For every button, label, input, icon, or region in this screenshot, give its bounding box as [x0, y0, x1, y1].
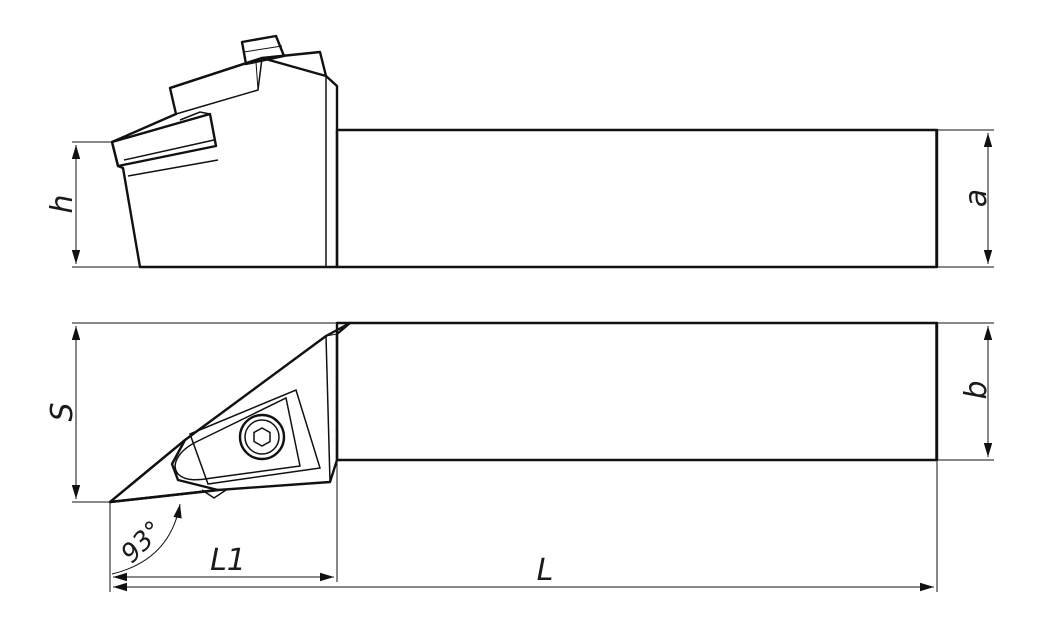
- top-screw-inner: [244, 419, 280, 455]
- side-head-body: [110, 56, 339, 269]
- dim-angle-label: 93°: [115, 515, 169, 569]
- top-insert-tip: [108, 438, 220, 504]
- top-screw-outer: [238, 413, 286, 461]
- dim-angle: 93°: [111, 503, 182, 575]
- dim-l: L: [113, 553, 934, 592]
- dim-s-label: S: [45, 402, 80, 421]
- top-head-chamfer: [325, 333, 338, 337]
- side-shank: [335, 128, 939, 269]
- side-insert-base: [127, 159, 219, 177]
- top-insert-outline: [189, 388, 321, 485]
- dim-h-label: h: [45, 194, 80, 213]
- dim-angle-arc: [111, 503, 182, 575]
- side-view: [110, 34, 939, 269]
- dim-l1-label: L1: [210, 543, 246, 578]
- dim-b: b: [937, 322, 994, 461]
- side-screw-head: [240, 34, 286, 66]
- top-head-face-line: [325, 335, 331, 483]
- side-insert-edge: [123, 139, 215, 161]
- dim-s: S: [45, 322, 350, 503]
- dim-a: a: [937, 129, 994, 268]
- dim-b-label: b: [959, 380, 994, 399]
- side-screw-line: [243, 45, 283, 53]
- hex-socket-icon: [253, 427, 271, 447]
- side-clamp-lower: [175, 57, 263, 115]
- side-clamp-top: [169, 50, 328, 90]
- top-shank: [335, 321, 939, 462]
- dim-l1: L1: [113, 543, 334, 582]
- dim-a-label: a: [959, 189, 994, 207]
- top-view: [108, 321, 939, 504]
- top-insert-underside: [201, 489, 227, 499]
- top-insert-slot: [174, 396, 301, 481]
- dim-l-label: L: [537, 553, 554, 588]
- dim-h: h: [45, 141, 140, 268]
- side-clamp-seam: [255, 61, 259, 91]
- side-insert: [110, 112, 218, 168]
- side-head-chamfer: [325, 75, 338, 87]
- side-insert-top-notch: [179, 111, 211, 121]
